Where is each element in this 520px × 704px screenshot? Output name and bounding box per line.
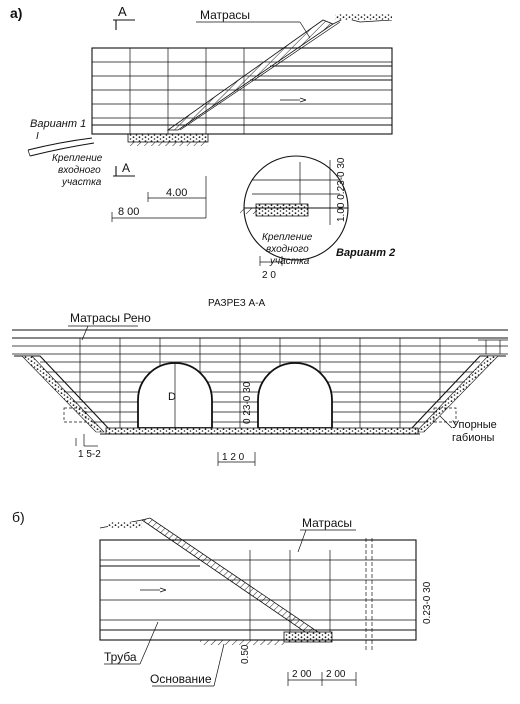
detail-inlet-line3: участка [269,256,310,267]
detail-dim-vertical: 1.00 0.23-0 30 [336,157,347,222]
detail-inlet-line1: Крепление [262,232,313,243]
detail-inlet-line2: входного [266,244,309,255]
inlet-protection [27,133,230,157]
mattress-callout: Матрасы [196,8,311,39]
b-mattress-label: Матрасы [302,516,352,530]
variant1-short: I [36,131,39,142]
pipe-label: Труба [104,650,137,664]
slope-mattress [166,14,393,131]
variant1-label: Вариант 1 [30,118,86,130]
section-thickness: 0 23-0 30 [242,381,253,424]
variant2-label: Вариант 2 [336,247,395,259]
detail-dim-bottom: 2 0 [262,270,276,281]
culvert-plan [91,47,393,135]
detail-variant2: 1.00 0.23-0 30 Крепление входного участк… [240,155,395,281]
section-dim-bottom: 1 2 0 [222,452,245,463]
stop-label-2: габионы [452,432,495,444]
plan-dimensions: 4.00 8 00 [111,176,207,222]
b-thickness: 0.23-0 30 [422,581,433,624]
dim-outer: 8 00 [118,206,139,218]
mattress-label: Матрасы [200,8,250,22]
figure-b-label: б) [12,509,25,525]
reno-callout: Матрасы Рено [68,311,151,341]
section-mark-letter: А [118,4,127,19]
section-aa: РАЗРЕЗ А-А [12,298,508,466]
figure-a-label: а) [10,5,22,21]
figure-a: а) А [10,4,395,281]
inlet-line1: Крепление [52,153,103,164]
stop-label-1: Упорные [452,419,497,431]
section-mark-top: А [113,4,135,30]
slope-text: 1 5-2 [78,449,101,460]
inlet-line2: входного [58,165,101,176]
b-dim-height: 0.50 [240,644,251,664]
inlet-line3: участка [61,177,102,188]
section-title: РАЗРЕЗ А-А [208,298,266,309]
inlet-text: Крепление входного участка [52,153,103,188]
b-dim-2: 2 00 [326,669,346,680]
base-label: Основание [150,672,212,686]
slope-mark: 1 5-2 [75,434,101,460]
section-mark-bottom: А [113,161,135,177]
figure-b: б) Матрасы 0.23-0 30 Труба [12,509,433,687]
reno-label: Матрасы Рено [70,311,151,325]
section-mark-letter-2: А [122,161,130,175]
dim-inner: 4.00 [166,187,187,199]
diameter-mark: D [168,391,176,403]
b-dim-1: 2 00 [292,669,312,680]
pipes: D [137,362,333,429]
